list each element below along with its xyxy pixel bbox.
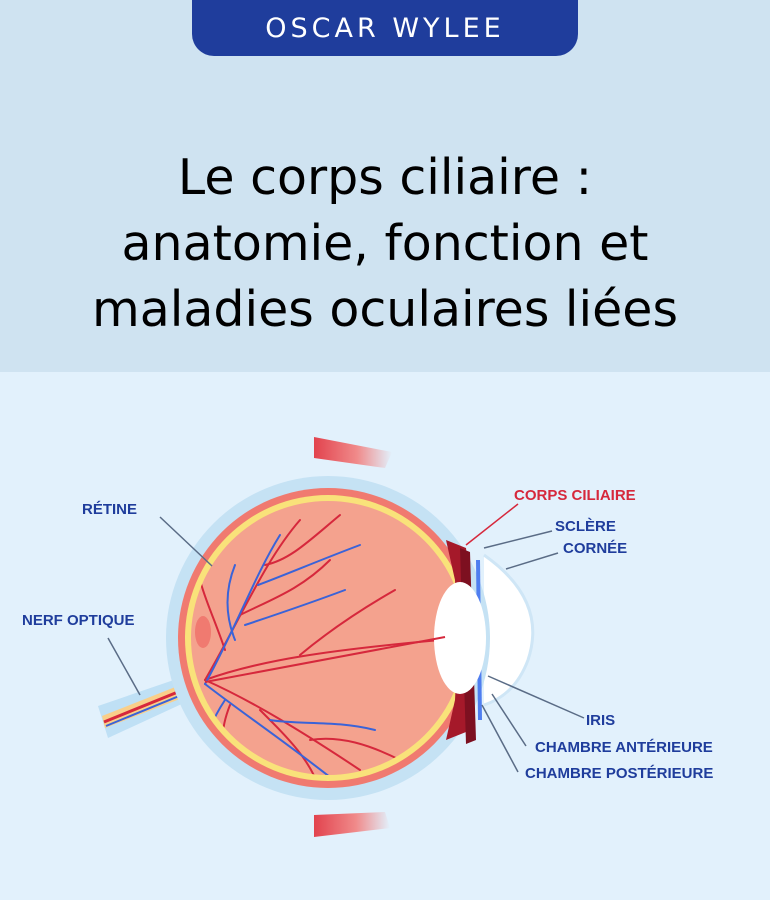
label-cornea: CORNÉE bbox=[563, 540, 627, 557]
brand-logo[interactable]: OSCAR WYLEE bbox=[192, 0, 578, 56]
eye-muscle-bottom bbox=[314, 812, 390, 837]
optic-disc bbox=[195, 616, 211, 648]
label-ciliary-body: CORPS CILIAIRE bbox=[514, 487, 636, 504]
label-sclera: SCLÈRE bbox=[555, 518, 616, 535]
title-line-3: maladies oculaires liées bbox=[92, 280, 678, 338]
label-posterior-chamber: CHAMBRE POSTÉRIEURE bbox=[525, 765, 713, 782]
title-line-1: Le corps ciliaire : bbox=[177, 148, 593, 206]
page-title: Le corps ciliaire : anatomie, fonction e… bbox=[20, 145, 750, 343]
vitreous-body bbox=[191, 501, 465, 775]
title-line-2: anatomie, fonction et bbox=[121, 214, 649, 272]
label-anterior-chamber: CHAMBRE ANTÉRIEURE bbox=[535, 739, 713, 756]
label-optic-nerve: NERF OPTIQUE bbox=[22, 612, 135, 629]
lens-shape bbox=[434, 582, 486, 694]
label-retina: RÉTINE bbox=[82, 501, 137, 518]
brand-logo-text: OSCAR WYLEE bbox=[265, 12, 505, 44]
header-band bbox=[0, 0, 770, 372]
leader-lines bbox=[107, 503, 585, 773]
eye-muscle-top bbox=[314, 437, 392, 468]
label-iris: IRIS bbox=[586, 712, 615, 729]
